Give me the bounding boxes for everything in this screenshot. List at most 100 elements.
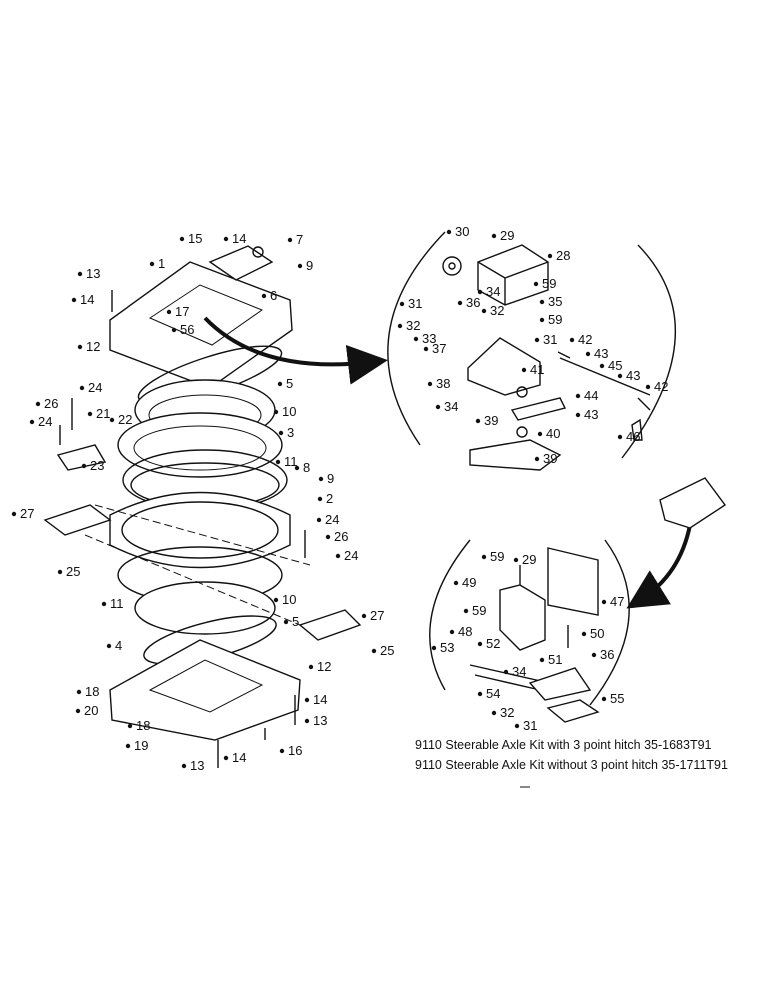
callout-leader-dot <box>503 669 509 675</box>
callout-upper-detail-30: 30 <box>455 224 469 239</box>
callout-leader-dot <box>539 657 545 663</box>
caption-without-hitch: 9110 Steerable Axle Kit without 3 point … <box>415 758 728 772</box>
callout-upper-detail-46: 46 <box>626 429 640 444</box>
callout-main-assembly-14: 14 <box>232 231 246 246</box>
callout-leader-dot <box>475 418 481 424</box>
mid-plate-2 <box>109 491 291 569</box>
callout-upper-detail-32: 32 <box>406 318 420 333</box>
callout-leader-dot <box>617 434 623 440</box>
callout-leader-dot <box>166 309 172 315</box>
callout-main-assembly-1: 1 <box>158 256 165 271</box>
callout-leader-dot <box>481 554 487 560</box>
callout-leader-dot <box>77 271 83 277</box>
callout-leader-dot <box>79 385 85 391</box>
callout-leader-dot <box>317 496 323 502</box>
callout-leader-dot <box>304 697 310 703</box>
callout-leader-dot <box>181 763 187 769</box>
callout-leader-dot <box>477 691 483 697</box>
callout-main-assembly-22: 22 <box>118 412 132 427</box>
callout-main-assembly-10: 10 <box>282 404 296 419</box>
callout-leader-dot <box>101 601 107 607</box>
callout-main-assembly-24: 24 <box>38 414 52 429</box>
callout-lower-detail-59: 59 <box>490 549 504 564</box>
callout-lower-detail-31: 31 <box>523 718 537 733</box>
callout-leader-dot <box>539 299 545 305</box>
top-plate <box>109 261 293 389</box>
callout-upper-detail-42: 42 <box>654 379 668 394</box>
callout-leader-dot <box>57 569 63 575</box>
lower-detail-boundary <box>429 539 471 691</box>
callout-leader-dot <box>171 327 177 333</box>
callout-main-assembly-11: 11 <box>284 454 298 469</box>
callout-leader-dot <box>539 317 545 323</box>
callout-upper-detail-43: 43 <box>626 368 640 383</box>
callout-upper-detail-28: 28 <box>556 248 570 263</box>
callout-leader-dot <box>533 281 539 287</box>
callout-upper-detail-31: 31 <box>543 332 557 347</box>
callout-leader-dot <box>477 641 483 647</box>
callout-leader-dot <box>575 393 581 399</box>
callout-leader-dot <box>423 346 429 352</box>
callout-main-assembly-13: 13 <box>86 266 100 281</box>
callout-main-assembly-13: 13 <box>313 713 327 728</box>
callout-upper-detail-40: 40 <box>546 426 560 441</box>
callout-leader-dot <box>427 381 433 387</box>
callout-upper-detail-42: 42 <box>578 332 592 347</box>
callout-leader-dot <box>297 263 303 269</box>
callout-leader-dot <box>585 351 591 357</box>
callout-leader-dot <box>514 723 520 729</box>
callout-leader-dot <box>537 431 543 437</box>
detail-arrow-upper <box>203 316 388 385</box>
callout-leader-dot <box>273 409 279 415</box>
callout-main-assembly-17: 17 <box>175 304 189 319</box>
callout-upper-detail-59: 59 <box>548 312 562 327</box>
lower-ring-10 <box>134 581 276 635</box>
callout-leader-dot <box>294 465 300 471</box>
callout-main-assembly-7: 7 <box>296 232 303 247</box>
callout-leader-dot <box>81 463 87 469</box>
callout-main-assembly-14: 14 <box>232 750 246 765</box>
callout-leader-dot <box>127 723 133 729</box>
callout-leader-dot <box>308 664 314 670</box>
callout-main-assembly-23: 23 <box>90 458 104 473</box>
callout-leader-dot <box>481 308 487 314</box>
callout-upper-detail-31: 31 <box>408 296 422 311</box>
callout-leader-dot <box>273 597 279 603</box>
callout-main-assembly-12: 12 <box>86 339 100 354</box>
callout-leader-dot <box>318 476 324 482</box>
callout-leader-dot <box>617 373 623 379</box>
callout-leader-dot <box>335 553 341 559</box>
callout-leader-dot <box>87 411 93 417</box>
callout-lower-detail-53: 53 <box>440 640 454 655</box>
callout-main-assembly-9: 9 <box>306 258 313 273</box>
callout-main-assembly-10: 10 <box>282 592 296 607</box>
callout-lower-detail-36: 36 <box>600 647 614 662</box>
callout-leader-dot <box>304 718 310 724</box>
callout-leader-dot <box>275 459 281 465</box>
callout-leader-dot <box>261 293 267 299</box>
upper-detail <box>387 231 677 471</box>
bracket-38 <box>467 337 541 396</box>
callout-main-assembly-24: 24 <box>325 512 339 527</box>
callout-leader-dot <box>457 300 463 306</box>
callout-leader-dot <box>453 580 459 586</box>
callout-leader-dot <box>277 381 283 387</box>
callout-main-assembly-2: 2 <box>326 491 333 506</box>
callout-leader-dot <box>435 404 441 410</box>
callout-main-assembly-25: 25 <box>66 564 80 579</box>
callout-leader-dot <box>477 289 483 295</box>
callout-leader-dot <box>463 608 469 614</box>
callout-main-assembly-14: 14 <box>80 292 94 307</box>
callout-main-assembly-26: 26 <box>334 529 348 544</box>
callout-upper-detail-29: 29 <box>500 228 514 243</box>
bottom-plate <box>109 639 301 741</box>
callout-leader-dot <box>431 645 437 651</box>
callout-upper-detail-41: 41 <box>530 362 544 377</box>
callout-main-assembly-9: 9 <box>327 471 334 486</box>
callout-lower-detail-48: 48 <box>458 624 472 639</box>
callout-leader-dot <box>283 619 289 625</box>
plate-47 <box>547 547 599 616</box>
callout-leader-dot <box>29 419 35 425</box>
callout-lower-detail-51: 51 <box>548 652 562 667</box>
